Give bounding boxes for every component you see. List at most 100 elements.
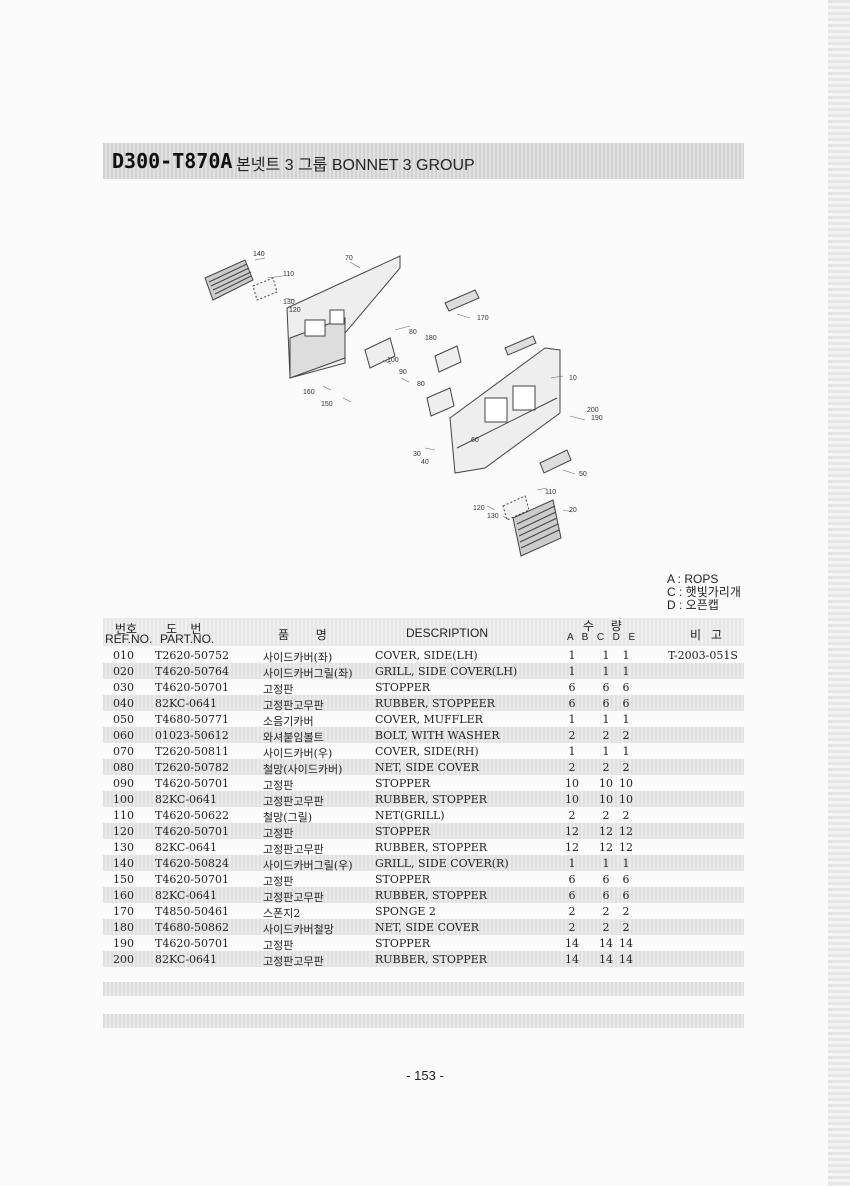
title-bar <box>103 143 744 179</box>
cell-d: 12 <box>619 841 633 854</box>
cell-c: 12 <box>599 841 613 854</box>
cell-name: 철망(그릴) <box>263 811 313 824</box>
cell-a: 6 <box>568 697 576 710</box>
cell-a: 14 <box>565 953 579 966</box>
exploded-parts-diagram: 140 70 110 130 120 80 180 170 100 90 10 … <box>204 251 603 557</box>
header-description: DESCRIPTION <box>406 626 489 640</box>
cell-c: 10 <box>599 777 613 790</box>
cell-d: 6 <box>622 873 630 886</box>
cell-name: 사이드카버그릴(좌) <box>263 667 353 680</box>
cell-desc: STOPPER <box>375 937 431 950</box>
cell-name: 사이드카버(좌) <box>263 651 333 664</box>
callout-110: 110 <box>283 271 294 278</box>
cell-c: 10 <box>599 793 613 806</box>
cell-name: 고정판 <box>263 779 294 792</box>
cell-ref: 120 <box>113 825 134 838</box>
cell-ref: 160 <box>113 889 134 902</box>
callout-30: 30 <box>413 451 421 458</box>
cell-a: 14 <box>565 937 579 950</box>
cell-name: 고정판 <box>263 939 294 952</box>
cell-a: 1 <box>568 713 576 726</box>
cell-desc: GRILL, SIDE COVER(LH) <box>375 665 518 678</box>
cell-name: 고정판 <box>263 875 294 888</box>
cell-desc: SPONGE 2 <box>375 905 436 918</box>
cell-desc: RUBBER, STOPPEER <box>375 697 496 710</box>
cell-part: T2620-50811 <box>155 745 230 758</box>
cell-desc: STOPPER <box>375 681 431 694</box>
cell-c: 14 <box>599 953 613 966</box>
callout-90: 90 <box>399 369 407 376</box>
cell-part: T4620-50701 <box>155 873 230 886</box>
cell-name: 스폰지2 <box>263 907 301 920</box>
cell-d: 1 <box>622 713 630 726</box>
cell-desc: NET, SIDE COVER <box>375 921 480 934</box>
callout-10: 10 <box>569 375 577 382</box>
cell-a: 10 <box>565 793 579 806</box>
cell-c: 2 <box>602 761 610 774</box>
cell-c: 6 <box>602 681 610 694</box>
cell-c: 2 <box>602 809 610 822</box>
cell-a: 2 <box>568 905 576 918</box>
header-name-ko: 품 명 <box>278 628 327 642</box>
cell-c: 1 <box>602 665 610 678</box>
cell-part: T2620-50752 <box>155 649 230 662</box>
cell-d: 1 <box>622 665 630 678</box>
cell-name: 사이드카버그릴(우) <box>263 859 353 872</box>
cell-ref: 140 <box>113 857 134 870</box>
cell-part: T4620-50701 <box>155 825 230 838</box>
callout-80a: 80 <box>409 329 417 336</box>
cell-d: 2 <box>622 921 630 934</box>
cell-c: 12 <box>599 825 613 838</box>
cell-ref: 130 <box>113 841 134 854</box>
cell-desc: STOPPER <box>375 825 431 838</box>
cell-d: 6 <box>622 889 630 902</box>
cell-d: 14 <box>619 953 633 966</box>
cell-ref: 200 <box>113 953 134 966</box>
callout-100: 100 <box>387 357 399 364</box>
callout-120: 120 <box>289 307 301 314</box>
cell-c: 14 <box>599 937 613 950</box>
cell-part: 82KC-0641 <box>155 953 218 966</box>
header-qty-ko: 수 량 <box>583 619 622 633</box>
cell-d: 14 <box>619 937 633 950</box>
cell-d: 1 <box>622 857 630 870</box>
cell-name: 고정판고무판 <box>263 699 324 712</box>
cell-desc: NET(GRILL) <box>375 809 445 822</box>
cell-part: T4620-50764 <box>155 665 230 678</box>
cell-a: 6 <box>568 873 576 886</box>
cell-ref: 090 <box>113 777 134 790</box>
cell-a: 12 <box>565 825 579 838</box>
cell-a: 2 <box>568 921 576 934</box>
cell-a: 1 <box>568 649 576 662</box>
cell-d: 10 <box>619 777 633 790</box>
cell-c: 1 <box>602 649 610 662</box>
cell-ref: 100 <box>113 793 134 806</box>
cell-name: 고정판 <box>263 827 294 840</box>
callout-130: 130 <box>283 299 295 306</box>
cell-desc: COVER, SIDE(RH) <box>375 745 479 758</box>
cell-name: 고정판고무판 <box>263 891 324 904</box>
cell-part: T4620-50824 <box>155 857 230 870</box>
page-number: - 153 - <box>406 1068 444 1083</box>
header-qty-cols: A B C D E <box>567 632 637 643</box>
cell-part: 01023-50612 <box>155 729 229 742</box>
cell-ref: 050 <box>113 713 134 726</box>
cell-part: T4620-50701 <box>155 777 230 790</box>
cell-desc: STOPPER <box>375 777 431 790</box>
cell-name: 철망(사이드카버) <box>263 763 343 776</box>
callout-190: 190 <box>591 415 603 422</box>
callout-200: 200 <box>587 407 599 414</box>
cell-a: 1 <box>568 857 576 870</box>
cell-a: 12 <box>565 841 579 854</box>
cell-ref: 040 <box>113 697 134 710</box>
legend-item: C : 햇빛가리개 <box>667 585 741 599</box>
callout-50: 50 <box>579 471 587 478</box>
